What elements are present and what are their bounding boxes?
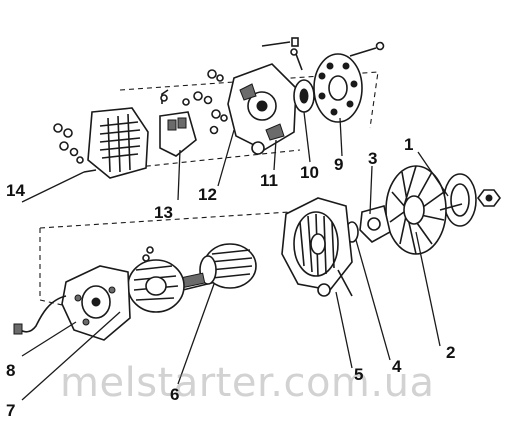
leader-12 xyxy=(217,129,235,187)
leader-7 xyxy=(21,311,121,401)
leader-13 xyxy=(177,149,181,201)
leader-1 xyxy=(417,151,449,197)
leader-lines xyxy=(21,111,449,401)
callout-10: 10 xyxy=(300,163,319,182)
callout-9: 9 xyxy=(334,155,343,174)
leader-6 xyxy=(177,283,215,385)
part-10-bearing xyxy=(290,48,315,113)
part-11-rectifier xyxy=(227,37,299,155)
callout-5: 5 xyxy=(354,365,363,384)
part-9-end-plate xyxy=(313,41,385,123)
callout-labels: 1 2 3 4 5 6 7 8 9 10 11 12 13 14 xyxy=(6,135,455,420)
part-3-spacer xyxy=(359,205,391,243)
part-7-stator xyxy=(127,246,185,313)
callout-6: 6 xyxy=(170,385,179,404)
leader-14 xyxy=(21,171,85,203)
leader-11 xyxy=(273,139,277,171)
callout-11: 11 xyxy=(260,171,278,190)
callout-1: 1 xyxy=(404,135,413,154)
part-14-rear-cover xyxy=(53,107,149,179)
callout-7: 7 xyxy=(6,401,15,420)
callout-4: 4 xyxy=(392,357,402,376)
part-8-slip-ring-housing xyxy=(13,265,131,341)
part-5-drive-housing xyxy=(281,197,353,297)
leader-5 xyxy=(335,291,353,369)
callout-12: 12 xyxy=(198,185,217,204)
callout-13: 13 xyxy=(154,203,173,222)
leader-9 xyxy=(339,117,343,157)
watermark-text: melstarter.com.ua xyxy=(60,360,434,406)
leader-2 xyxy=(415,231,441,347)
leader-8 xyxy=(21,321,77,357)
leader-3 xyxy=(369,165,373,215)
part-12-fasteners xyxy=(182,69,228,135)
part-2-fan xyxy=(385,165,463,255)
callout-2: 2 xyxy=(446,343,455,362)
leader-10 xyxy=(303,111,311,163)
leader-4 xyxy=(355,239,391,361)
callout-3: 3 xyxy=(368,149,377,168)
part-13-brush-holder xyxy=(159,89,197,157)
part-1-pulley xyxy=(443,173,501,227)
callout-8: 8 xyxy=(6,361,15,380)
callout-14: 14 xyxy=(6,181,25,200)
